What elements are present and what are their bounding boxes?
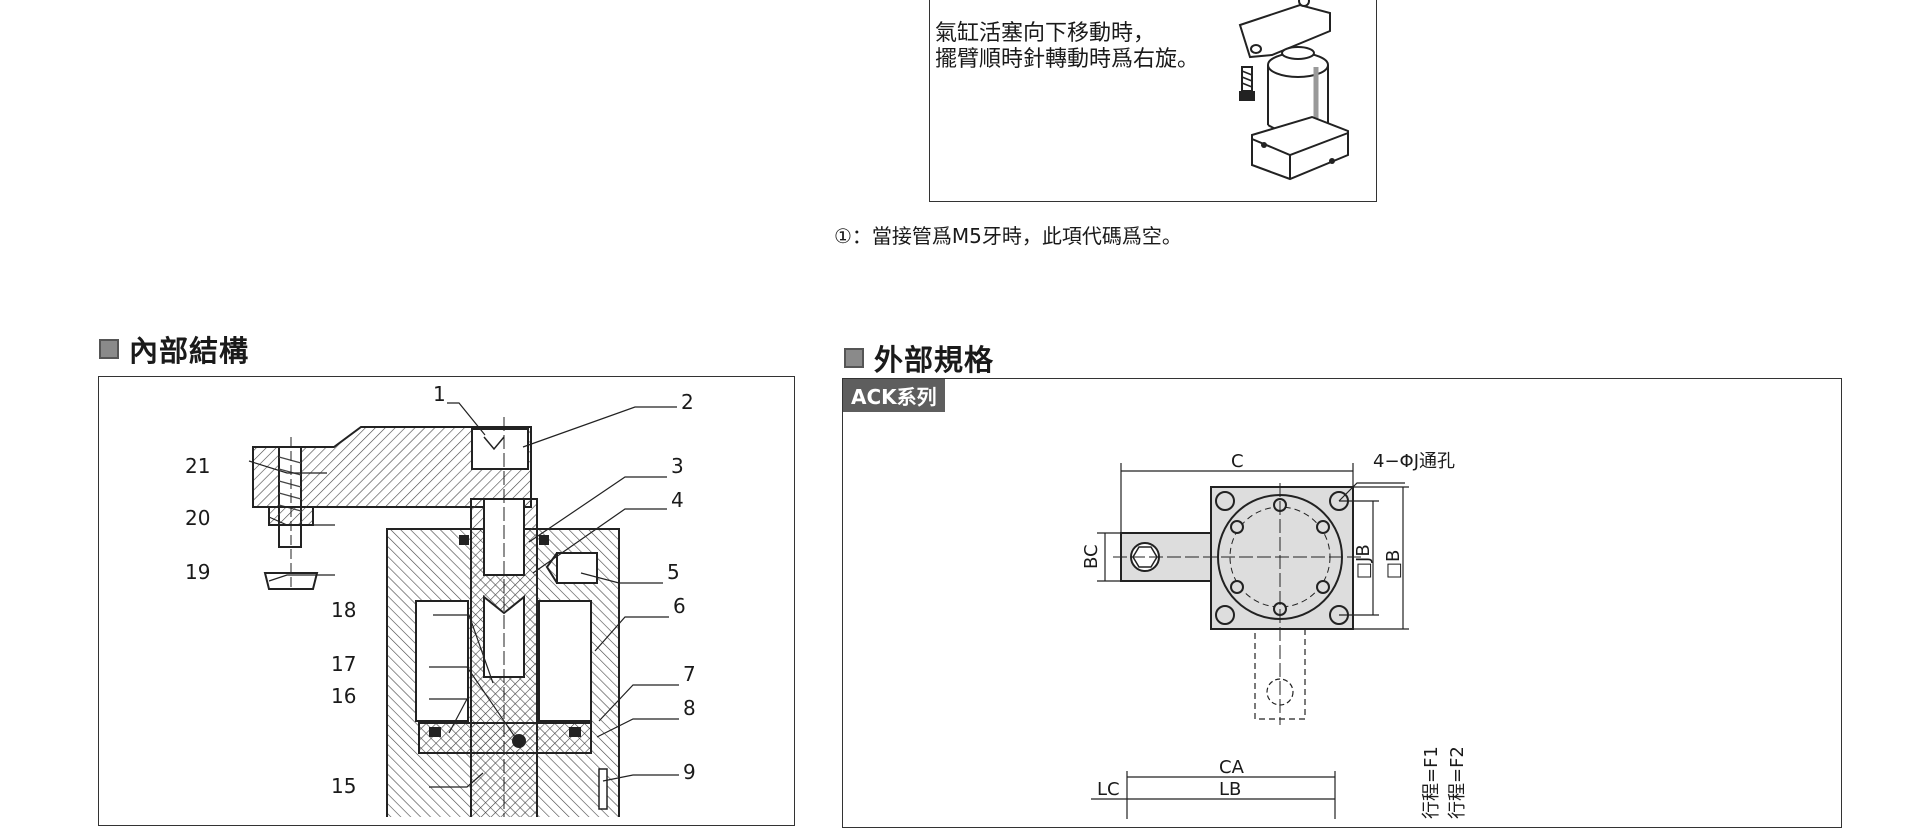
part-number-17: 17 bbox=[331, 652, 356, 676]
part-number-5: 5 bbox=[667, 560, 680, 584]
rotation-note-box: 氣缸活塞向下移動時， 擺臂順時針轉動時爲右旋。 bbox=[929, 0, 1377, 202]
series-tag: ACK系列 bbox=[843, 379, 945, 412]
dim-label-f1: 行程=F1 bbox=[1421, 746, 1442, 819]
part-number-21: 21 bbox=[185, 454, 210, 478]
external-spec-heading: 外部規格 bbox=[844, 337, 994, 379]
part-number-1: 1 bbox=[433, 382, 446, 406]
square-bullet-icon bbox=[844, 348, 864, 368]
part-number-3: 3 bbox=[671, 454, 684, 478]
part-number-19: 19 bbox=[185, 560, 210, 584]
internal-structure-drawing: 1 2 3 4 5 6 7 8 9 15 16 17 18 19 20 21 bbox=[185, 382, 696, 817]
footnote: ①：當接管爲M5牙時，此項代碼爲空。 bbox=[834, 224, 1182, 248]
dim-label-lc: LC bbox=[1097, 779, 1120, 800]
part-number-2: 2 bbox=[681, 390, 694, 414]
dim-label-c: C bbox=[1231, 451, 1244, 472]
dim-label-jb: □JB bbox=[1353, 544, 1374, 579]
dim-label-b: □B bbox=[1383, 550, 1404, 579]
part-number-4: 4 bbox=[671, 488, 684, 512]
rotary-clamp-illustration bbox=[1238, 0, 1349, 181]
dim-label-holes: 4−ΦJ通孔 bbox=[1373, 451, 1455, 472]
internal-structure-panel: 1 2 3 4 5 6 7 8 9 15 16 17 18 19 20 21 bbox=[98, 376, 795, 826]
part-number-20: 20 bbox=[185, 506, 210, 530]
rotation-note-line1: 氣缸活塞向下移動時， bbox=[935, 21, 1156, 46]
internal-structure-heading: 內部結構 bbox=[99, 328, 249, 370]
part-number-6: 6 bbox=[673, 594, 686, 618]
dim-label-bc: BC bbox=[1081, 544, 1102, 569]
dim-label-f2: 行程=F2 bbox=[1447, 746, 1468, 819]
external-spec-panel: ACK系列 bbox=[842, 378, 1842, 828]
dim-label-lb: LB bbox=[1219, 779, 1241, 800]
part-number-18: 18 bbox=[331, 598, 356, 622]
external-dimension-drawing: C 4−ΦJ通孔 BC □JB □B CA LC LB 行程=F1 行程=F2 bbox=[1081, 451, 1468, 819]
dim-label-ca: CA bbox=[1219, 757, 1245, 778]
internal-structure-title: 內部結構 bbox=[129, 334, 250, 368]
square-bullet-icon bbox=[99, 339, 119, 359]
part-number-9: 9 bbox=[683, 760, 696, 784]
part-number-16: 16 bbox=[331, 684, 356, 708]
part-number-15: 15 bbox=[331, 774, 356, 798]
external-spec-title: 外部規格 bbox=[874, 343, 995, 377]
part-number-7: 7 bbox=[683, 662, 696, 686]
rotation-note-line2: 擺臂順時針轉動時爲右旋。 bbox=[935, 47, 1200, 72]
part-number-8: 8 bbox=[683, 696, 696, 720]
